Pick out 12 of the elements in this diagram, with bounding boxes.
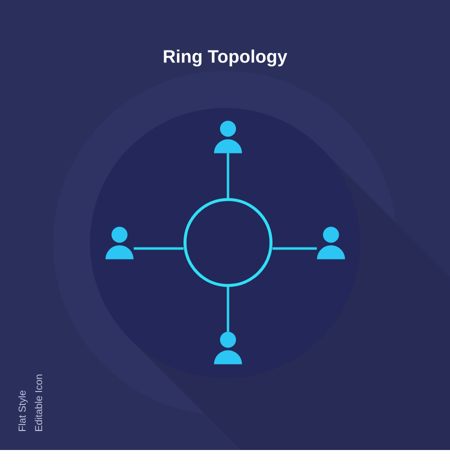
side-note: Editable Icon: [34, 374, 42, 431]
connector-line: [134, 247, 184, 250]
connector-line: [226, 287, 230, 332]
connector-line: [272, 247, 317, 250]
connector-line: [226, 153, 230, 198]
person-icon: [106, 226, 134, 260]
person-icon: [317, 226, 345, 260]
title: Ring Topology: [164, 50, 288, 66]
ring: [184, 198, 272, 287]
person-icon: [214, 120, 242, 154]
side-note: Flat Style: [18, 390, 28, 431]
person-icon: [214, 332, 242, 364]
